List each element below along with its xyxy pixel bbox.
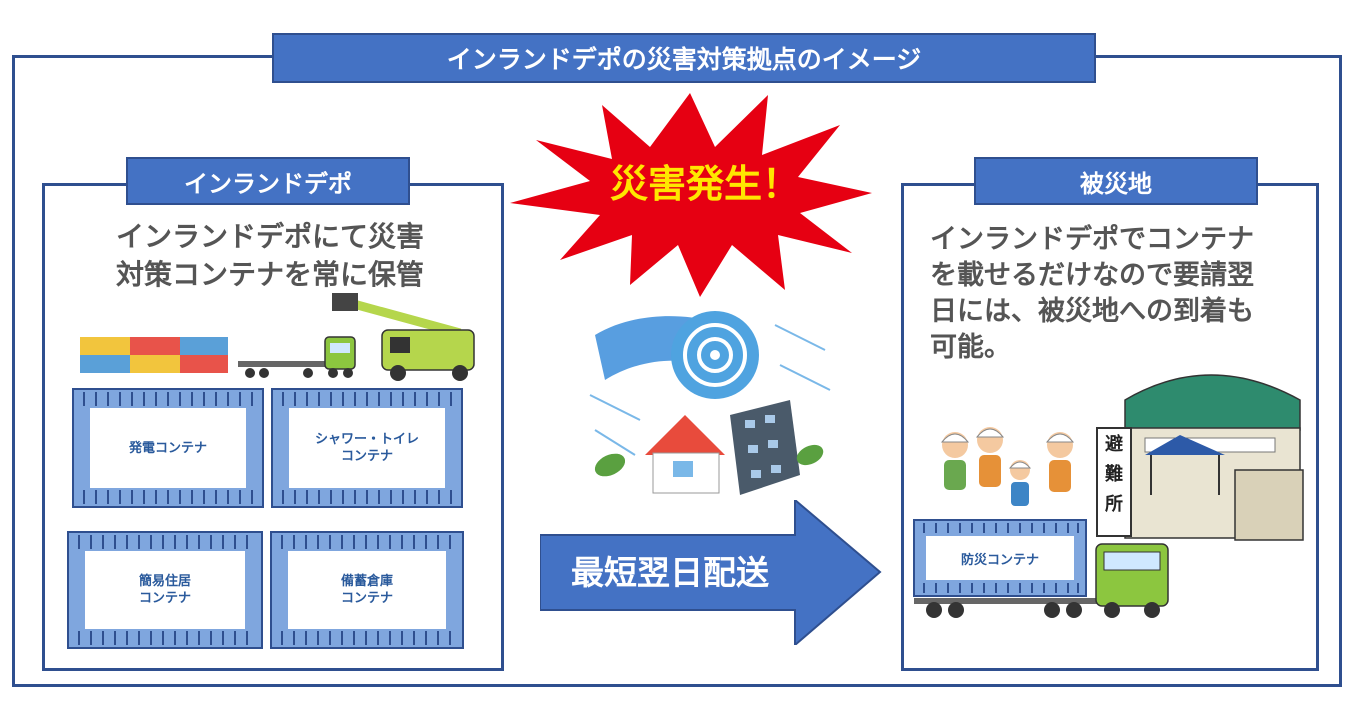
delivery-arrow-icon	[540, 500, 882, 645]
evacuees-illustration	[940, 427, 1075, 506]
disaster-container-truck-illustration	[913, 519, 1169, 618]
inland-depot-description: インランドデポにて災害 対策コンテナを常に保管	[60, 218, 480, 294]
disaster-area-description-line4: 可能。	[930, 332, 1011, 363]
container-stack-icon	[80, 337, 228, 373]
gate-wall-icon	[1234, 469, 1304, 541]
house-icon	[645, 415, 725, 494]
inland-depot-description-line1: インランドデポにて災害	[115, 220, 424, 253]
inland-depot-label: インランドデポ	[126, 157, 410, 205]
disaster-area-description: インランドデポでコンテナ を載せるだけなので要請翌 日には、被災地への到着も 可…	[930, 222, 1300, 366]
shelter-sign-board-icon	[1096, 427, 1132, 537]
container-shower-toilet-label: シャワー・トイレ コンテナ	[289, 408, 445, 488]
inland-depot-description-line2: 対策コンテナを常に保管	[115, 258, 424, 291]
evacuation-shelter-illustration	[1096, 374, 1304, 541]
disaster-area-description-line1: インランドデポでコンテナ	[930, 224, 1254, 255]
container-storage: 備蓄倉庫 コンテナ	[270, 531, 464, 649]
green-truck-cab-icon	[1095, 543, 1169, 618]
evacuee-icon	[975, 427, 1005, 487]
typhoon-swirl-icon	[595, 311, 759, 399]
trailer-truck-icon	[238, 336, 356, 378]
container-power-line1: 発電コンテナ	[128, 440, 207, 456]
container-housing-line1: 簡易住居	[138, 574, 191, 589]
shelter-sign-char-3: 所	[1105, 494, 1123, 515]
depot-equipment-illustration	[80, 293, 475, 381]
container-storage-line2: コンテナ	[340, 591, 393, 606]
container-housing-line2: コンテナ	[138, 591, 191, 606]
evacuee-icon	[940, 432, 970, 490]
tent-icon	[1145, 435, 1225, 495]
building-icon	[730, 400, 800, 495]
disaster-area-description-line2: を載せるだけなので要請翌	[930, 260, 1254, 291]
disaster-area-label: 被災地	[974, 157, 1258, 205]
disaster-area-description-line3: 日には、被災地への到着も	[930, 296, 1254, 327]
shelter-sign: 避 難 所	[1097, 430, 1131, 520]
reach-stacker-icon	[332, 293, 475, 381]
container-shower-toilet-line2: コンテナ	[340, 449, 393, 464]
container-shower-toilet: シャワー・トイレ コンテナ	[271, 388, 463, 508]
shelter-sign-char-2: 難	[1105, 464, 1123, 485]
container-power: 発電コンテナ	[72, 388, 264, 508]
container-housing: 簡易住居 コンテナ	[67, 531, 263, 649]
disaster-burst-icon	[510, 93, 872, 297]
container-power-label: 発電コンテナ	[90, 408, 246, 488]
tree-icon	[594, 444, 824, 477]
next-day-delivery-label: 最短翌日配送	[571, 553, 769, 592]
container-storage-label: 備蓄倉庫 コンテナ	[288, 551, 446, 629]
evacuee-icon	[1008, 460, 1032, 506]
disaster-occurred-text: 災害発生！	[609, 161, 800, 206]
shelter-sign-char-1: 避	[1105, 434, 1123, 455]
container-shower-toilet-line1: シャワー・トイレ	[314, 432, 419, 447]
typhoon-illustration	[589, 311, 831, 495]
container-housing-label: 簡易住居 コンテナ	[85, 551, 245, 629]
container-storage-line1: 備蓄倉庫	[340, 574, 393, 589]
page-title: インランドデポの災害対策拠点のイメージ	[272, 33, 1096, 83]
disaster-container-label: 防災コンテナ	[960, 552, 1039, 568]
evacuee-icon	[1045, 432, 1075, 492]
